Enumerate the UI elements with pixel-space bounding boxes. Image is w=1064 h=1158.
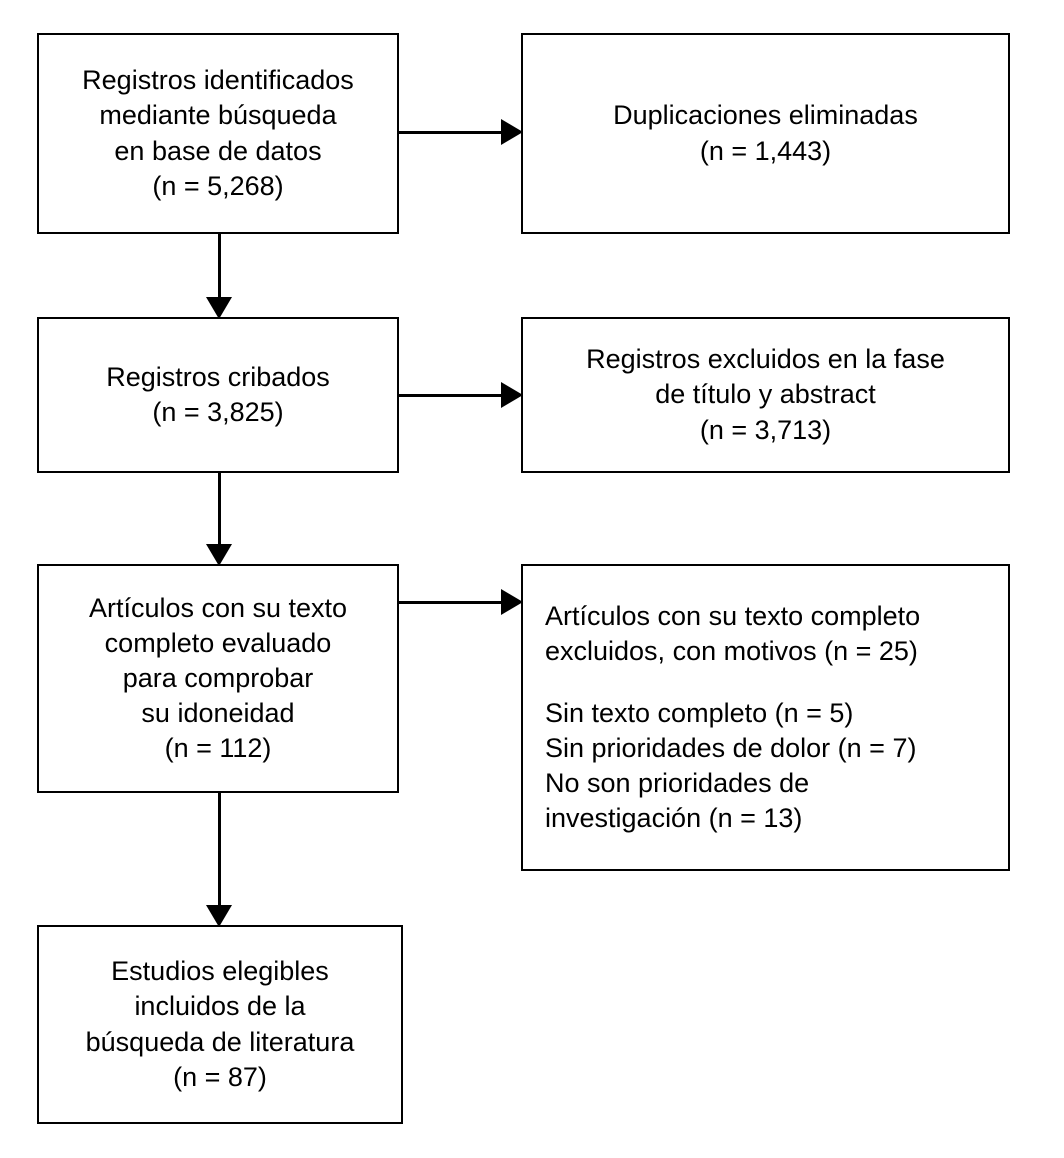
arrow-texto-completo-to-excluidos-motivos bbox=[399, 582, 523, 622]
arrow-texto-completo-to-incluidos bbox=[200, 793, 238, 927]
box-line: Artículos con su texto completo bbox=[545, 600, 921, 631]
box-line: Artículos con su texto bbox=[88, 592, 348, 623]
box-articulos-excluidos-con-motivos: Artículos con su texto completo excluido… bbox=[521, 564, 1010, 871]
box-line: Duplicaciones eliminadas bbox=[613, 100, 918, 131]
box-line: su idoneidad bbox=[141, 698, 295, 729]
box-line-count: (n = 3,825) bbox=[152, 397, 284, 427]
arrow-head-right-icon bbox=[501, 382, 523, 408]
box-line: Registros excluidos en la fase bbox=[586, 344, 945, 375]
arrow-shaft bbox=[217, 234, 221, 297]
box-line-count: (n = 1,443) bbox=[699, 135, 832, 166]
arrow-head-down-icon bbox=[206, 905, 232, 927]
arrow-shaft bbox=[217, 473, 221, 544]
box-line: Registros cribados bbox=[106, 361, 330, 392]
box-line-spacer bbox=[523, 669, 545, 696]
box-line-count: (n = 3,713) bbox=[699, 414, 832, 445]
arrow-head-down-icon bbox=[206, 544, 232, 566]
arrow-shaft bbox=[399, 130, 503, 134]
arrow-shaft bbox=[217, 793, 221, 905]
box-registros-identificados: Registros identificados mediante búsqued… bbox=[37, 33, 399, 234]
box-line-reason: No son prioridades de bbox=[545, 768, 810, 799]
box-line: Estudios elegibles bbox=[111, 956, 329, 987]
arrow-head-down-icon bbox=[206, 297, 232, 319]
box-line: mediante búsqueda bbox=[99, 100, 337, 131]
box-line-count: (n = 87) bbox=[173, 1061, 267, 1092]
box-line: completo evaluado bbox=[104, 627, 332, 658]
box-line-reason: Sin texto completo (n = 5) bbox=[545, 697, 854, 728]
box-line-reason: investigación (n = 13) bbox=[545, 803, 803, 834]
arrow-head-right-icon bbox=[501, 119, 523, 145]
box-line: búsqueda de literatura bbox=[85, 1026, 355, 1057]
box-registros-cribados: Registros cribados (n = 3,825) bbox=[37, 317, 399, 473]
box-line: incluidos de la bbox=[134, 991, 306, 1022]
arrow-head-right-icon bbox=[501, 589, 523, 615]
box-line-count: (n = 112) bbox=[164, 733, 272, 764]
box-line: en base de datos bbox=[114, 135, 322, 166]
arrow-shaft bbox=[399, 393, 503, 397]
arrow-identificados-to-duplicados bbox=[399, 112, 523, 152]
box-estudios-elegibles-incluidos: Estudios elegibles incluidos de la búsqu… bbox=[37, 925, 403, 1124]
arrow-cribados-to-texto-completo bbox=[200, 473, 238, 566]
box-duplicaciones-eliminadas: Duplicaciones eliminadas (n = 1,443) bbox=[521, 33, 1010, 234]
box-line: de título y abstract bbox=[655, 379, 876, 410]
box-line-count: (n = 5,268) bbox=[152, 170, 284, 201]
box-line: para comprobar bbox=[122, 662, 314, 693]
box-line-reason: Sin prioridades de dolor (n = 7) bbox=[545, 733, 917, 763]
box-articulos-texto-completo-evaluado: Artículos con su texto completo evaluado… bbox=[37, 564, 399, 793]
arrow-shaft bbox=[399, 600, 503, 604]
box-registros-excluidos-titulo-abstract: Registros excluidos en la fase de título… bbox=[521, 317, 1010, 473]
box-line: Registros identificados bbox=[82, 65, 354, 96]
box-line-count: excluidos, con motivos (n = 25) bbox=[545, 635, 918, 666]
arrow-cribados-to-excluidos bbox=[399, 375, 523, 415]
arrow-identificados-to-cribados bbox=[200, 234, 238, 319]
